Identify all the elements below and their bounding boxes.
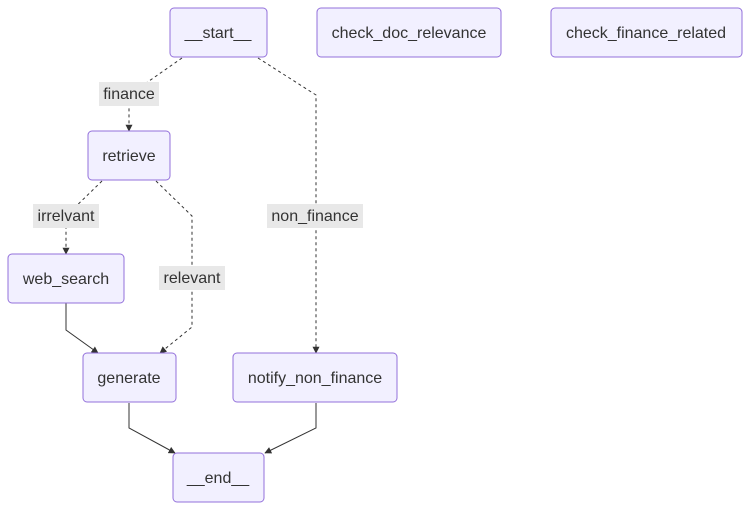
edge-generate-to-end	[128, 403, 176, 454]
node-check-finance-related-label: check_finance_related	[566, 25, 726, 42]
edge-label-irrelvant: irrelvant	[33, 204, 99, 228]
edge-retrieve-to-generate	[155, 180, 193, 354]
node-check-doc-relevance-label: check_doc_relevance	[332, 25, 487, 42]
edge-notify-to-end	[264, 403, 317, 454]
node-retrieve[interactable]: retrieve	[87, 130, 171, 181]
node-web-search-label: web_search	[22, 271, 109, 288]
edge-label-non-finance: non_finance	[267, 204, 363, 228]
edge-label-finance-text: finance	[103, 86, 155, 103]
node-check-finance-related[interactable]: check_finance_related	[550, 7, 743, 58]
node-start[interactable]: __start__	[169, 7, 268, 58]
node-end[interactable]: __end__	[172, 452, 265, 503]
edge-web-search-to-generate	[65, 303, 99, 354]
node-end-label: __end__	[186, 470, 250, 487]
node-start-label: __start__	[184, 25, 253, 42]
node-generate-label: generate	[97, 370, 160, 387]
edge-label-finance: finance	[99, 82, 159, 106]
edge-label-relevant-text: relevant	[164, 270, 221, 287]
edge-start-to-notify	[257, 57, 320, 354]
node-notify-non-finance-label: notify_non_finance	[248, 370, 382, 387]
edge-label-relevant: relevant	[159, 266, 225, 290]
node-generate[interactable]: generate	[82, 352, 177, 403]
edge-label-non-finance-text: non_finance	[271, 208, 358, 225]
node-retrieve-label: retrieve	[102, 148, 155, 165]
node-check-doc-relevance[interactable]: check_doc_relevance	[316, 7, 502, 58]
node-notify-non-finance[interactable]: notify_non_finance	[232, 352, 398, 403]
node-web-search[interactable]: web_search	[7, 253, 125, 304]
edge-label-irrelvant-text: irrelvant	[38, 208, 95, 225]
